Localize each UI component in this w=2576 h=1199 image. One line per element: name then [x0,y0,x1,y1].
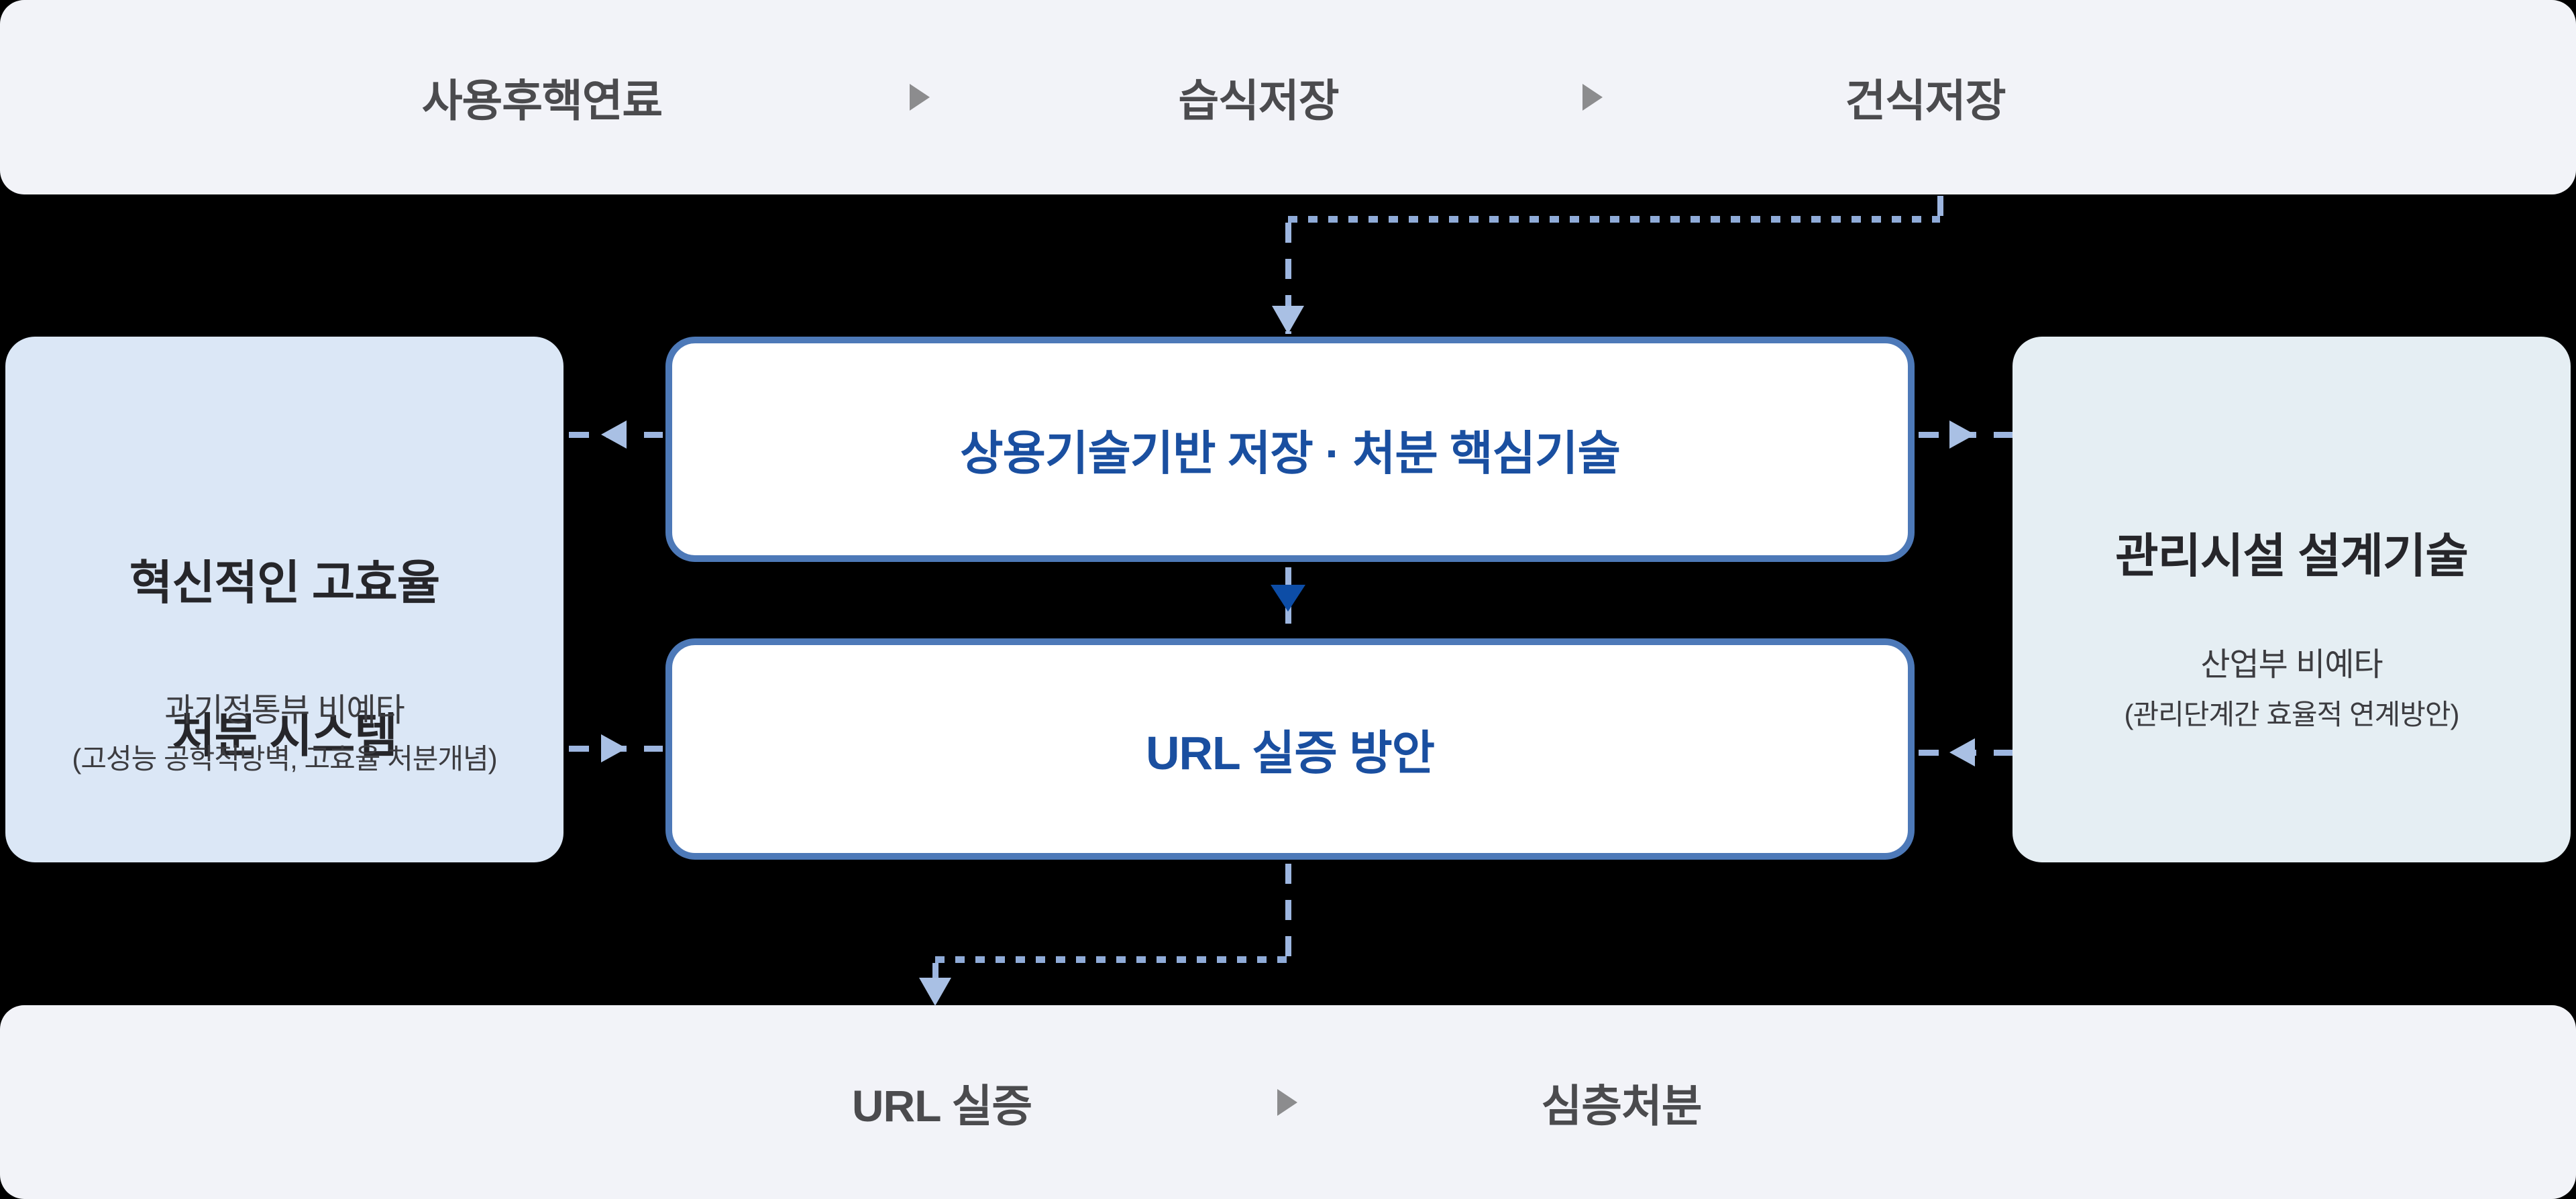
arrow-right-icon [1949,420,1975,449]
connector-box2-drop [1285,864,1291,958]
left-box-title: 혁신적인 고효율 처분 시스템 [5,468,564,774]
left-box-high-efficiency-disposal: 혁신적인 고효율 처분 시스템 과기정통부 비예타 (고성능 공학적방벽, 고효… [5,337,564,862]
left-box-title-line2: 처분 시스템 [172,709,397,762]
right-box-title: 관리시설 설계기술 [2115,530,2469,582]
center-box-url-demonstration-plan: URL 실증 방안 [665,638,1915,860]
connector-into-bottom-bar [932,963,938,991]
arrow-down-icon [919,978,951,1006]
arrow-right-icon [601,734,627,762]
triangle-right-icon [910,84,930,111]
flow-item-dry-storage: 건식저장 [1845,76,2006,125]
triangle-right-icon [1582,84,1603,111]
arrow-left-icon [601,420,627,449]
left-box-title-line1: 혁신적인 고효율 [129,557,440,609]
flow-item-wet-storage: 습식저장 [1178,76,1340,125]
connector-dry-storage-horizontal [1288,216,1940,223]
right-box-management-facility-design: 관리시설 설계기술 산업부 비예타 (관리단계간 효율적 연계방안) [2012,337,2571,862]
arrow-down-icon [1271,585,1305,612]
arrow-left-icon [1949,738,1975,766]
right-box-note: (관리단계간 효율적 연계방안) [2124,699,2460,730]
connector-box2-horizontal [935,956,1288,963]
triangle-right-icon [1277,1088,1297,1116]
arrow-down-icon [1272,306,1304,334]
center-box-storage-label: 상용기술기반 저장 · 처분 핵심기술 [960,426,1621,479]
top-flow-bar: 사용후핵연료 습식저장 건식저장 [0,0,2576,194]
left-box-subtitle: 과기정통부 비예타 [164,693,405,728]
connector-dry-storage-drop [1937,196,1943,219]
center-box-url-label: URL 실증 방안 [1145,726,1435,779]
connector-into-center-box1 [1285,223,1291,334]
center-box-storage-disposal-core-tech: 상용기술기반 저장 · 처분 핵심기술 [665,337,1915,562]
bottom-flow-bar: URL 실증 심층처분 [0,1005,2576,1199]
flow-item-spent-fuel: 사용후핵연료 [421,76,663,125]
flow-item-url-demo: URL 실증 [851,1080,1032,1131]
left-box-note: (고성능 공학적방벽, 고효율 처분개념) [72,743,497,775]
right-box-subtitle: 산업부 비예타 [2200,647,2383,683]
flow-item-deep-disposal: 심층처분 [1541,1080,1703,1131]
